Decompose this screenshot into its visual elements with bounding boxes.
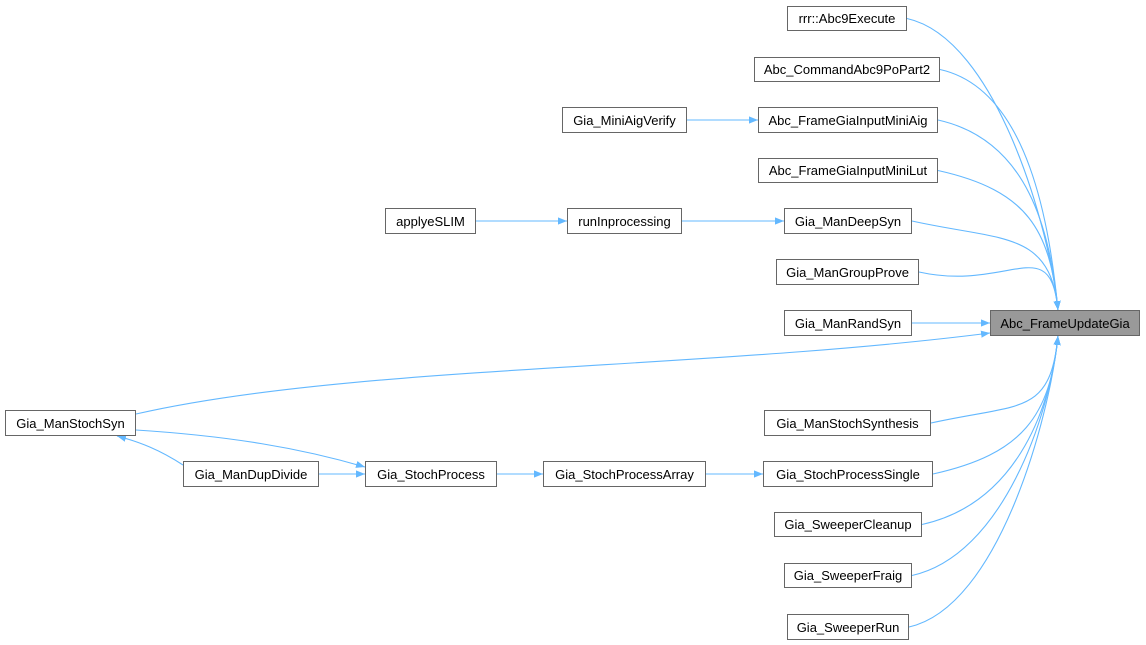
edge-abc-framegiainputminiaig-to-abc-frameupdategia (937, 119, 1061, 311)
edge-gia-manstochsyn-to-abc-frameupdategia (135, 330, 991, 415)
node-abc-framegiainputminiaig[interactable]: Abc_FrameGiaInputMiniAig (758, 107, 938, 133)
node-gia-manstochsyn[interactable]: Gia_ManStochSyn (5, 410, 136, 436)
edge-abc-framegiainputminilut-to-abc-frameupdategia (937, 169, 1061, 311)
node-gia-stochprocesssingle[interactable]: Gia_StochProcessSingle (763, 461, 933, 487)
node-gia-mandeepsyn[interactable]: Gia_ManDeepSyn (784, 208, 912, 234)
node-gia-manstochsynthesis[interactable]: Gia_ManStochSynthesis (764, 410, 931, 436)
node-abc-framegiainputminilut[interactable]: Abc_FrameGiaInputMiniLut (758, 158, 938, 183)
node-abc-commandabc9popart2[interactable]: Abc_CommandAbc9PoPart2 (754, 57, 940, 82)
node-gia-sweepercleanup[interactable]: Gia_SweeperCleanup (774, 512, 922, 537)
node-gia-manrandsyn[interactable]: Gia_ManRandSyn (784, 310, 912, 336)
edge-gia-sweeperfraig-to-abc-frameupdategia (911, 335, 1061, 577)
edge-gia-sweeperrun-to-abc-frameupdategia (908, 335, 1061, 628)
edge-gia-stochprocesssingle-to-abc-frameupdategia (932, 335, 1061, 475)
node-gia-mandupdivide[interactable]: Gia_ManDupDivide (183, 461, 319, 487)
node-gia-sweeperfraig[interactable]: Gia_SweeperFraig (784, 563, 912, 588)
node-applyeslim[interactable]: applyeSLIM (385, 208, 476, 234)
node-abc-frameupdategia: Abc_FrameUpdateGia (990, 310, 1140, 336)
node-runinprocessing[interactable]: runInprocessing (567, 208, 682, 234)
edge-gia-sweepercleanup-to-abc-frameupdategia (921, 335, 1061, 526)
node-rrr-abc9execute[interactable]: rrr::Abc9Execute (787, 6, 907, 31)
edge-gia-mandeepsyn-to-abc-frameupdategia (911, 220, 1061, 311)
node-gia-sweeperrun[interactable]: Gia_SweeperRun (787, 614, 909, 640)
edge-gia-manstochsyn-to-gia-stochprocess (135, 429, 366, 468)
node-gia-stochprocess[interactable]: Gia_StochProcess (365, 461, 497, 487)
node-gia-mangroupprove[interactable]: Gia_ManGroupProve (776, 259, 919, 285)
node-gia-miniaigverify[interactable]: Gia_MiniAigVerify (562, 107, 687, 133)
edge-gia-mangroupprove-to-abc-frameupdategia (918, 267, 1061, 311)
node-gia-stochprocessarray[interactable]: Gia_StochProcessArray (543, 461, 706, 487)
edge-abc-commandabc9popart2-to-abc-frameupdategia (939, 68, 1061, 311)
edge-gia-stochprocess-to-gia-manstochsyn (116, 434, 184, 466)
